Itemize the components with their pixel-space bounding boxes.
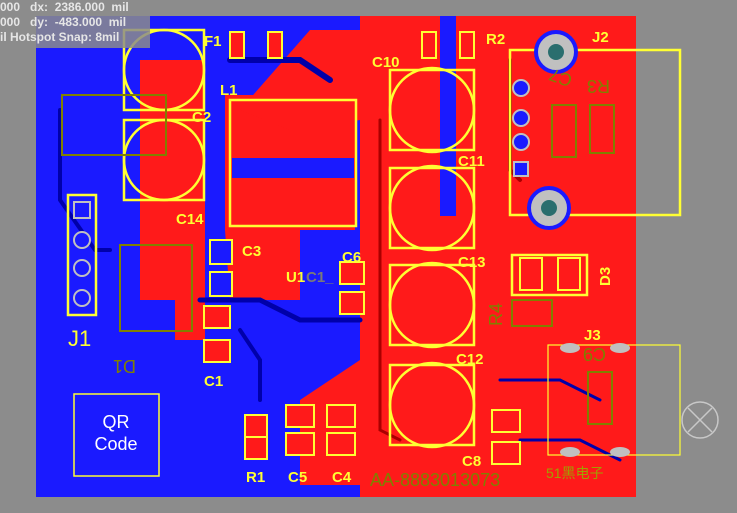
label-d3: D3 bbox=[597, 267, 614, 286]
label-c10: C10 bbox=[372, 54, 400, 71]
qr-code-placeholder bbox=[73, 393, 160, 477]
readout-snap: il Hotspot Snap: 8mil bbox=[0, 30, 120, 44]
label-u1c1: C1_ bbox=[306, 269, 334, 286]
label-j3: J3 bbox=[584, 327, 601, 344]
label-r1: R1 bbox=[246, 469, 265, 486]
board-serial: AA-8883013073 bbox=[370, 470, 500, 490]
top-copper-center bbox=[225, 95, 355, 300]
top-copper-strip bbox=[440, 16, 456, 216]
label-r4: R4 bbox=[486, 303, 506, 326]
label-r2: R2 bbox=[486, 31, 505, 48]
label-c6: C6 bbox=[342, 249, 361, 266]
label-r3: R3 bbox=[587, 76, 610, 96]
component-overlay bbox=[61, 94, 615, 425]
cursor-readout: 000 dx: 2386.000 mil 000 dy: -483.000 mi… bbox=[0, 0, 150, 48]
qr-code-label-line1: QR bbox=[103, 412, 130, 432]
qr-code-label-line2: Code bbox=[94, 434, 137, 454]
silkscreen bbox=[66, 28, 682, 456]
label-c14: C14 bbox=[176, 211, 204, 228]
label-c9: C9 bbox=[583, 344, 606, 364]
label-c8: C8 bbox=[462, 453, 481, 470]
label-c2: C2 bbox=[192, 109, 211, 126]
label-u1: U1 bbox=[286, 269, 305, 286]
label-l1: L1 bbox=[220, 82, 238, 99]
label-d1: D1 bbox=[113, 356, 136, 376]
label-c5: C5 bbox=[288, 469, 307, 486]
label-c3: C3 bbox=[242, 243, 261, 260]
label-j2: J2 bbox=[592, 29, 609, 46]
brand-text: 51黑电子 bbox=[546, 465, 604, 481]
label-j1: J1 bbox=[68, 326, 91, 351]
readout-dy: 000 dy: -483.000 mil bbox=[0, 15, 127, 29]
designator-labels: F1 L1 C2 C14 C3 C6 U1 C1_ C1 R1 C5 C4 C1… bbox=[68, 29, 614, 486]
top-copper-diag bbox=[240, 30, 360, 130]
label-c4: C4 bbox=[332, 469, 352, 486]
label-f1: F1 bbox=[204, 33, 222, 50]
label-c1: C1 bbox=[204, 373, 223, 390]
label-c13: C13 bbox=[458, 254, 486, 271]
pads bbox=[73, 30, 719, 465]
label-c11: C11 bbox=[458, 153, 485, 170]
label-c12: C12 bbox=[456, 351, 484, 368]
readout-dx: 000 dx: 2386.000 mil bbox=[0, 0, 129, 14]
